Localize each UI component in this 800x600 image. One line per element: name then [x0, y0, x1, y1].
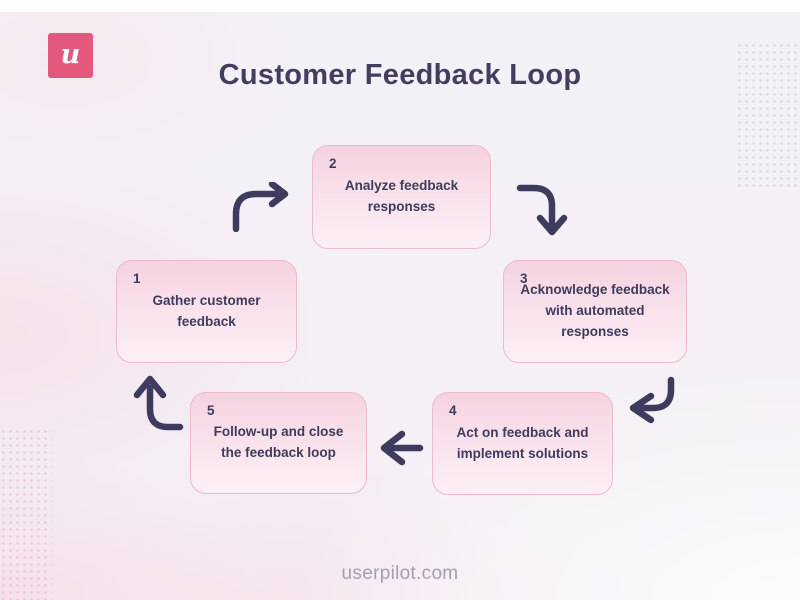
- diagram-background: Customer Feedback Loop 1 Gather customer…: [0, 12, 800, 600]
- page-title: Customer Feedback Loop: [218, 59, 582, 91]
- step-box-acknowledge-feedback: 3 Acknowledge feedback with automated re…: [503, 260, 687, 363]
- curved-arrow-right-down-icon: [516, 182, 568, 240]
- step-label: Follow-up and close the feedback loop: [213, 424, 344, 460]
- step-number: 4: [449, 403, 457, 418]
- step-number: 2: [329, 156, 337, 171]
- step-label: Gather customer feedback: [152, 292, 261, 329]
- step-label: Acknowledge feedback with automated resp…: [520, 282, 670, 339]
- step-label: Act on feedback and implement solutions: [456, 424, 589, 461]
- curved-arrow-left-up-icon: [128, 370, 186, 432]
- step-number: 3: [520, 271, 528, 286]
- straight-arrow-left-icon: [376, 427, 424, 469]
- step-number: 5: [207, 403, 215, 418]
- curved-arrow-up-right-icon: [228, 182, 292, 232]
- step-box-gather-feedback: 1 Gather customer feedback: [116, 260, 297, 363]
- dot-pattern-top-right: [736, 42, 798, 188]
- dot-pattern-bottom-left: [0, 428, 52, 600]
- step-box-act-on-feedback: 4 Act on feedback and implement solution…: [432, 392, 613, 495]
- step-box-follow-up: 5 Follow-up and close the feedback loop: [190, 392, 367, 494]
- website-url: userpilot.com: [341, 563, 459, 584]
- logo-letter: u: [60, 39, 81, 70]
- step-box-analyze-feedback: 2 Analyze feedback responses: [312, 145, 491, 249]
- curved-arrow-down-left-icon: [622, 376, 678, 426]
- step-number: 1: [133, 271, 141, 286]
- step-label: Analyze feedback responses: [344, 178, 459, 214]
- userpilot-logo: u: [48, 33, 93, 78]
